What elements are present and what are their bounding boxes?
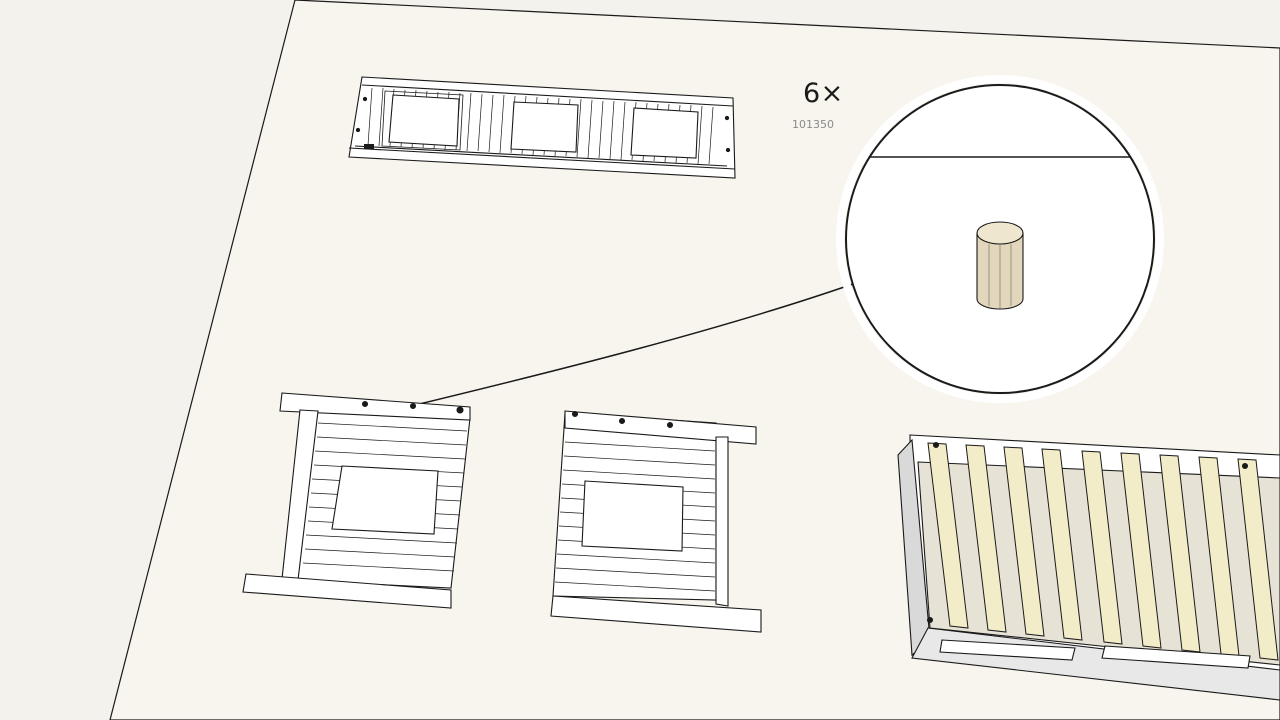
long-panel [348,76,736,179]
wooden-dowel [976,221,1024,310]
side-panel-right [550,410,762,633]
side-panel-left [242,392,471,609]
part-number: 101350 [792,118,834,131]
dowel-detail-callout [836,75,1164,403]
callout-leader [410,283,854,407]
quantity-label: 6× [803,78,844,109]
bed-frame [897,434,1280,701]
